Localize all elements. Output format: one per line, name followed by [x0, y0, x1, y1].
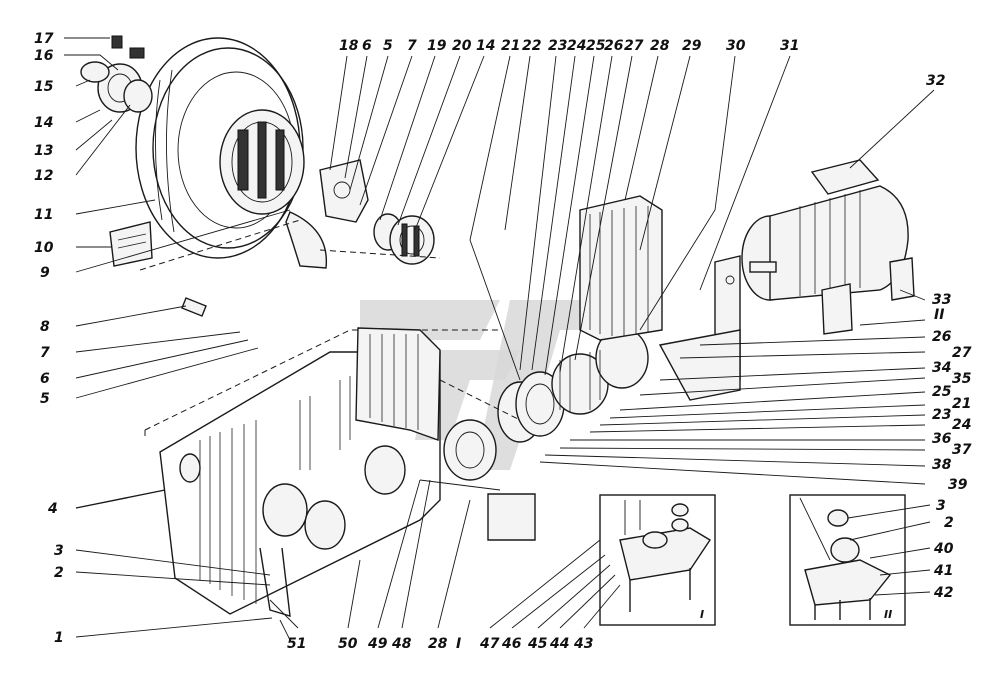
- label-5: 5: [40, 391, 50, 407]
- label-9: 9: [40, 265, 50, 281]
- label-right-37: 37: [952, 442, 972, 458]
- label-top-27: 27: [624, 38, 644, 54]
- label-bottom-28: 28: [428, 636, 448, 652]
- label-8: 8: [40, 319, 50, 335]
- label-3: 3: [54, 543, 64, 559]
- label-7: 7: [40, 345, 50, 361]
- label-right-33: 33: [932, 292, 951, 308]
- gearbox-housing: [144, 329, 500, 641]
- label-top-22: 22: [522, 38, 541, 54]
- label-bottom-50: 50: [338, 636, 358, 652]
- flywheel-hub: [219, 109, 305, 215]
- guard-plate: [285, 211, 328, 269]
- pin-part: [181, 297, 207, 317]
- label-2: 2: [54, 565, 64, 581]
- label-16: 16: [34, 48, 54, 64]
- label-right-25: 25: [932, 384, 952, 400]
- bearing-stack: [80, 35, 153, 113]
- label-top-30: 30: [726, 38, 746, 54]
- label-right-39: 39: [948, 477, 968, 493]
- label-top-18: 18: [339, 38, 359, 54]
- label-top-23: 23: [548, 38, 567, 54]
- label-right-35: 35: [952, 371, 972, 387]
- label-right-II: II: [934, 307, 944, 323]
- label-15: 15: [34, 79, 54, 95]
- label-4: 4: [47, 501, 58, 517]
- leader-lines: [64, 37, 935, 638]
- coupling-assembly: [443, 327, 649, 481]
- label-top-20: 20: [452, 38, 472, 54]
- label-17: 17: [34, 31, 54, 47]
- brake-unit: [579, 195, 663, 341]
- label-right-34: 34: [932, 360, 951, 376]
- label-inset-2: 2: [944, 515, 954, 531]
- label-top-6: 6: [362, 38, 372, 54]
- label-bottom-49: 49: [367, 636, 388, 652]
- label-11: 11: [34, 207, 53, 223]
- label-bottom-48: 48: [391, 636, 412, 652]
- label-bottom-46: 46: [501, 636, 522, 652]
- inset-detail-II: [789, 494, 906, 626]
- bracket-part: [319, 159, 369, 223]
- label-top-21: 21: [501, 38, 520, 54]
- label-6: 6: [40, 371, 50, 387]
- label-inset-3: 3: [936, 498, 946, 514]
- label-top-26: 26: [604, 38, 624, 54]
- label-top-31: 31: [780, 38, 799, 54]
- label-bottom-43: 43: [573, 636, 593, 652]
- label-bottom-51: 51: [287, 636, 306, 652]
- label-top-19: 19: [427, 38, 447, 54]
- motor-frame: [658, 255, 741, 401]
- label-14: 14: [34, 115, 53, 131]
- label-right-21: 21: [952, 396, 971, 412]
- label-13: 13: [34, 143, 53, 159]
- label-top-28: 28: [650, 38, 670, 54]
- label-bottom-44: 44: [549, 636, 569, 652]
- label-right-23: 23: [932, 407, 951, 423]
- label-right-36: 36: [932, 431, 952, 447]
- base-frame: [419, 479, 536, 541]
- label-12: 12: [34, 168, 53, 184]
- inset-detail-I: [599, 494, 716, 626]
- label-right-38: 38: [932, 457, 952, 473]
- label-inset-40: 40: [933, 541, 954, 557]
- label-right-27: 27: [952, 345, 972, 361]
- label-inset-41: 41: [933, 563, 953, 579]
- label-top-32: 32: [926, 73, 945, 89]
- gear-cover: [355, 327, 441, 441]
- label-top-29: 29: [682, 38, 702, 54]
- label-10: 10: [34, 240, 54, 256]
- inset-marker-I: I: [700, 608, 704, 621]
- label-right-26: 26: [932, 329, 952, 345]
- label-top-14: 14: [476, 38, 495, 54]
- inset-marker-II: II: [884, 608, 892, 621]
- label-top-7: 7: [407, 38, 417, 54]
- label-inset-42: 42: [933, 585, 953, 601]
- key-block: [109, 221, 153, 267]
- label-top-24: 24: [567, 38, 586, 54]
- label-bottom-47: 47: [479, 636, 500, 652]
- label-right-24: 24: [952, 417, 971, 433]
- shaft-bearings: [373, 213, 435, 265]
- label-top-5: 5: [383, 38, 393, 54]
- label-1: 1: [54, 630, 64, 646]
- label-top-25: 25: [586, 38, 606, 54]
- label-bottom-45: 45: [527, 636, 548, 652]
- electric-motor: [741, 159, 915, 335]
- label-bottom-I: I: [456, 636, 461, 652]
